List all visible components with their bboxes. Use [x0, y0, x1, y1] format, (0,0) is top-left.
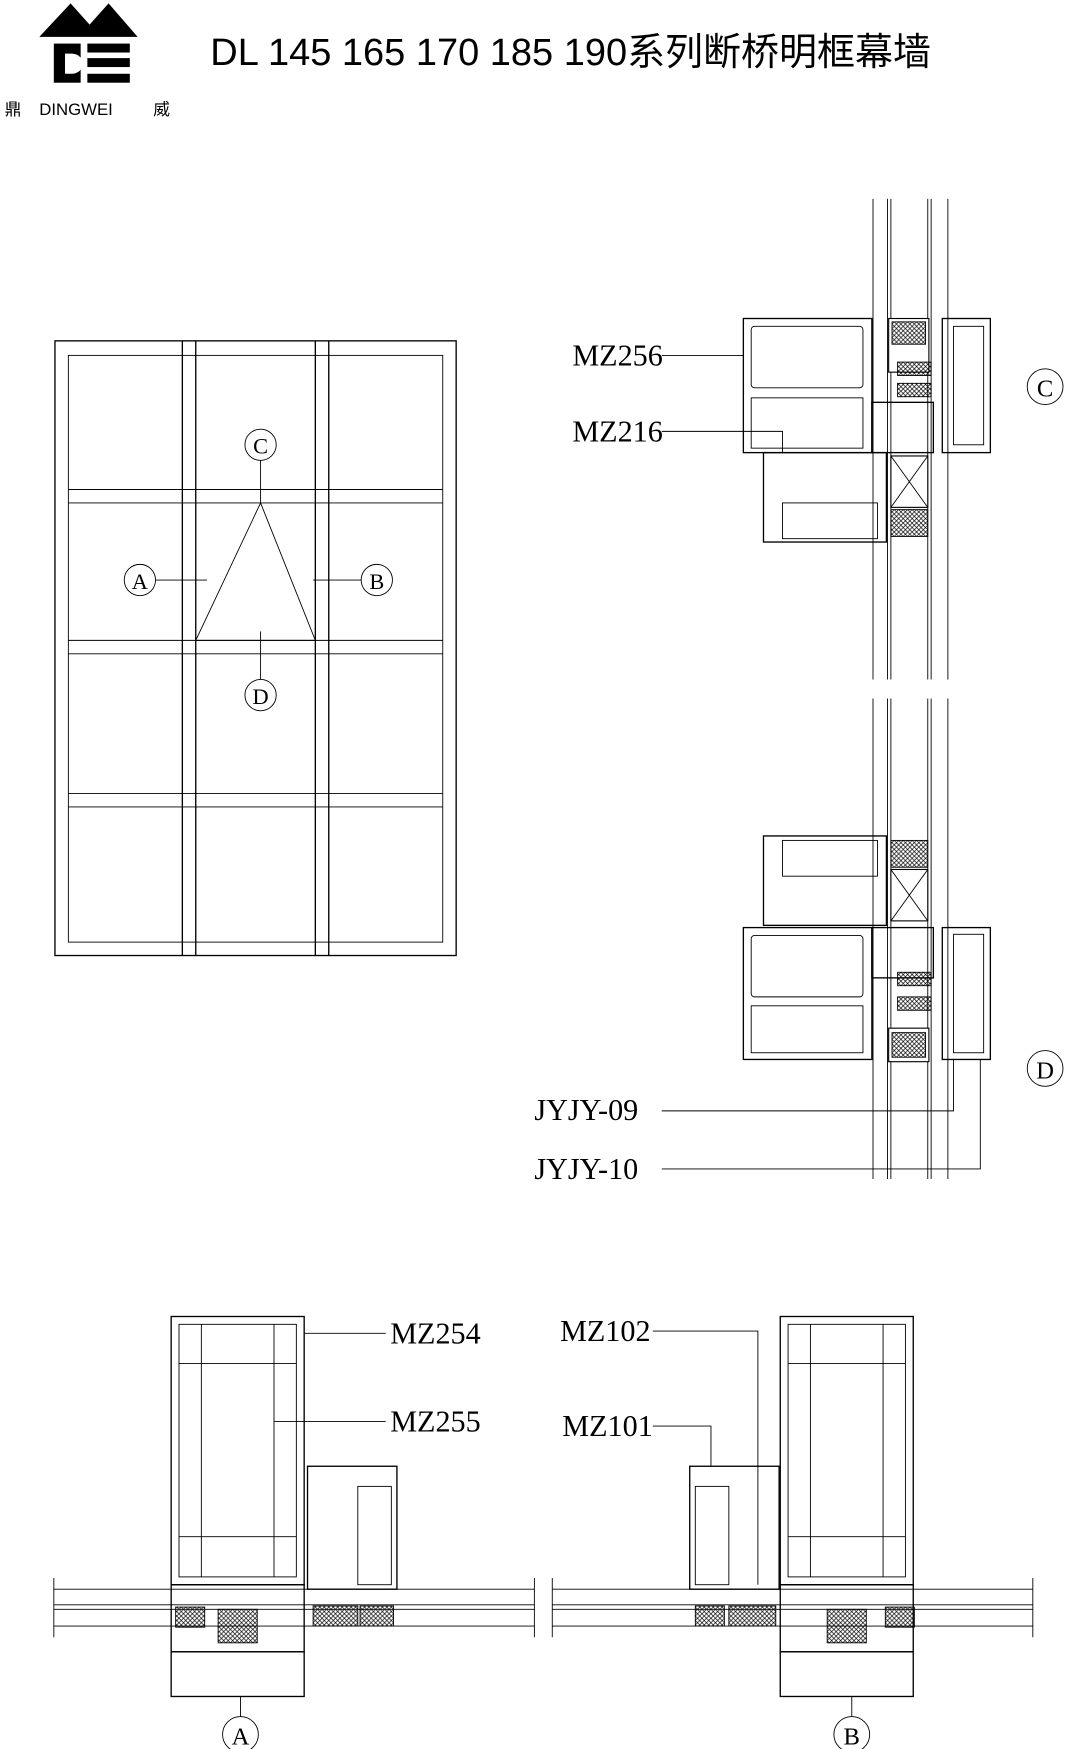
section-marker-d: D — [1036, 1057, 1054, 1084]
marker-c: C — [253, 434, 268, 459]
marker-b: B — [369, 569, 384, 594]
label-mz255: MZ255 — [390, 1405, 480, 1439]
elevation-view: C A B D — [54, 340, 457, 957]
label-mz216: MZ216 — [572, 414, 662, 448]
section-a: MZ254 MZ255 A — [53, 1315, 535, 1749]
section-b: MZ102 MZ101 B — [551, 1314, 1034, 1749]
logo-cn-left: 鼎 — [5, 100, 22, 119]
logo-cn-right: 威 — [153, 100, 170, 119]
label-jyjy-10: JYJY-10 — [534, 1152, 638, 1186]
label-mz101: MZ101 — [562, 1409, 652, 1443]
label-mz102: MZ102 — [560, 1314, 650, 1348]
section-marker-a: A — [232, 1724, 250, 1749]
logo: 鼎 DINGWEI 威 — [5, 3, 170, 119]
section-cd: MZ256 MZ216 JYJY-09 JYJY-10 C D — [534, 198, 1064, 1186]
section-marker-b: B — [844, 1724, 860, 1749]
page-title: DL 145 165 170 185 190系列断桥明框幕墙 — [210, 32, 931, 74]
label-mz254: MZ254 — [390, 1316, 480, 1350]
marker-d: D — [253, 684, 269, 709]
section-marker-c: C — [1037, 376, 1053, 403]
label-jyjy-09: JYJY-09 — [534, 1093, 638, 1127]
logo-name: DINGWEI — [39, 100, 113, 119]
marker-a: A — [132, 569, 148, 594]
label-mz256: MZ256 — [572, 338, 662, 372]
logo-mountains-icon — [39, 3, 138, 37]
